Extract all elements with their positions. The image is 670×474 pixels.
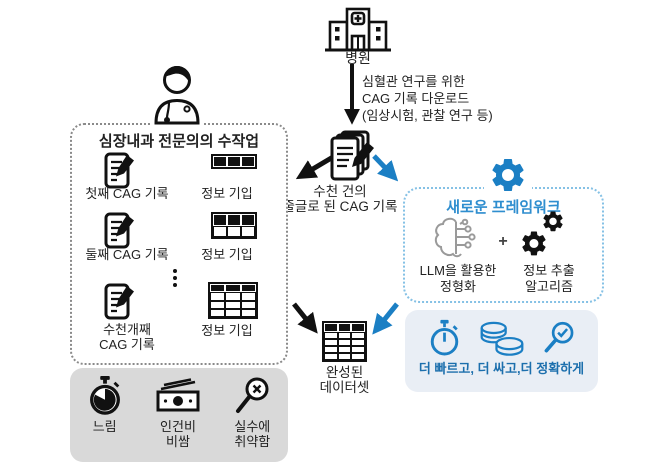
doctor-icon [150,64,204,125]
error-magnifier-icon [232,375,272,417]
con-item-error: 실수에 취약함 [232,375,272,449]
record-label-2: 둘째 CAG 기록 [85,247,169,262]
llm-label: LLM을 활용한 정형화 [419,263,497,294]
framework-title: 새로운 프레임워크 [446,199,561,216]
benefits-box: 더 빠르고, 더 싸고,더 정확하게 [405,310,598,392]
framework-box: 새로운 프레임워크 + L [403,187,604,303]
plus-sign: + [498,233,508,250]
dataset-table-icon [322,321,367,362]
record-document-icon-3 [103,282,139,320]
con-item-slow: 느림 [86,375,124,434]
con-item-cost: 인건비 비쌈 [155,375,201,449]
brain-circuit-icon [431,214,479,262]
manual-to-dataset-arrow [292,302,318,334]
con-label-error: 실수에 취약함 [234,419,271,449]
record-document-icon-1 [103,151,139,189]
banknotes-icon [155,375,201,417]
entry-label-3: 정보 기입 [201,323,253,338]
records-stack-label: 수천 건의 줄글로 된 CAG 기록 [282,184,398,214]
record-label-3: 수천개째 CAG 기록 [99,322,155,352]
entry-table-icon-1 [211,154,257,169]
stopwatch-icon [86,375,124,417]
framework-to-dataset-arrow [372,302,399,335]
manual-box-title: 심장내과 전문의의 수작업 [98,133,260,150]
algorithm-label: 정보 추출 알고리즘 [523,263,575,294]
manual-work-box: 심장내과 전문의의 수작업 첫째 CAG 기록 정보 기입 둘째 [70,123,288,365]
check-magnifier-icon [541,320,577,358]
records-stack-icon [326,130,382,184]
vertical-ellipsis-icon [173,269,177,287]
benefits-label: 더 빠르고, 더 싸고,더 정확하게 [418,361,585,376]
entry-label-2: 정보 기입 [201,247,253,262]
hospital-label: 병원 [345,50,371,66]
record-document-icon-2 [103,211,139,249]
framework-gear-icon [484,155,532,195]
stack-to-framework-arrow [372,154,399,182]
con-label-cost: 인건비 비쌈 [160,419,196,449]
entry-table-icon-3 [208,282,258,319]
con-label-slow: 느림 [92,419,117,434]
hospital-icon [322,6,394,54]
entry-table-icon-2 [211,212,257,239]
download-note: 심혈관 연구를 위한 CAG 기록 다운로드 (임상시험, 관찰 연구 등) [362,74,493,123]
stack-to-manual-arrow [295,154,335,180]
record-label-1: 첫째 CAG 기록 [85,186,169,201]
entry-label-1: 정보 기입 [201,186,253,201]
timer-icon [426,319,463,359]
gears-icon [517,209,573,261]
manual-cons-box: 느림 인건비 비쌈 실수에 취약 [70,368,288,462]
dataset-label: 완성된 데이터셋 [319,365,370,395]
coins-icon [478,319,526,359]
